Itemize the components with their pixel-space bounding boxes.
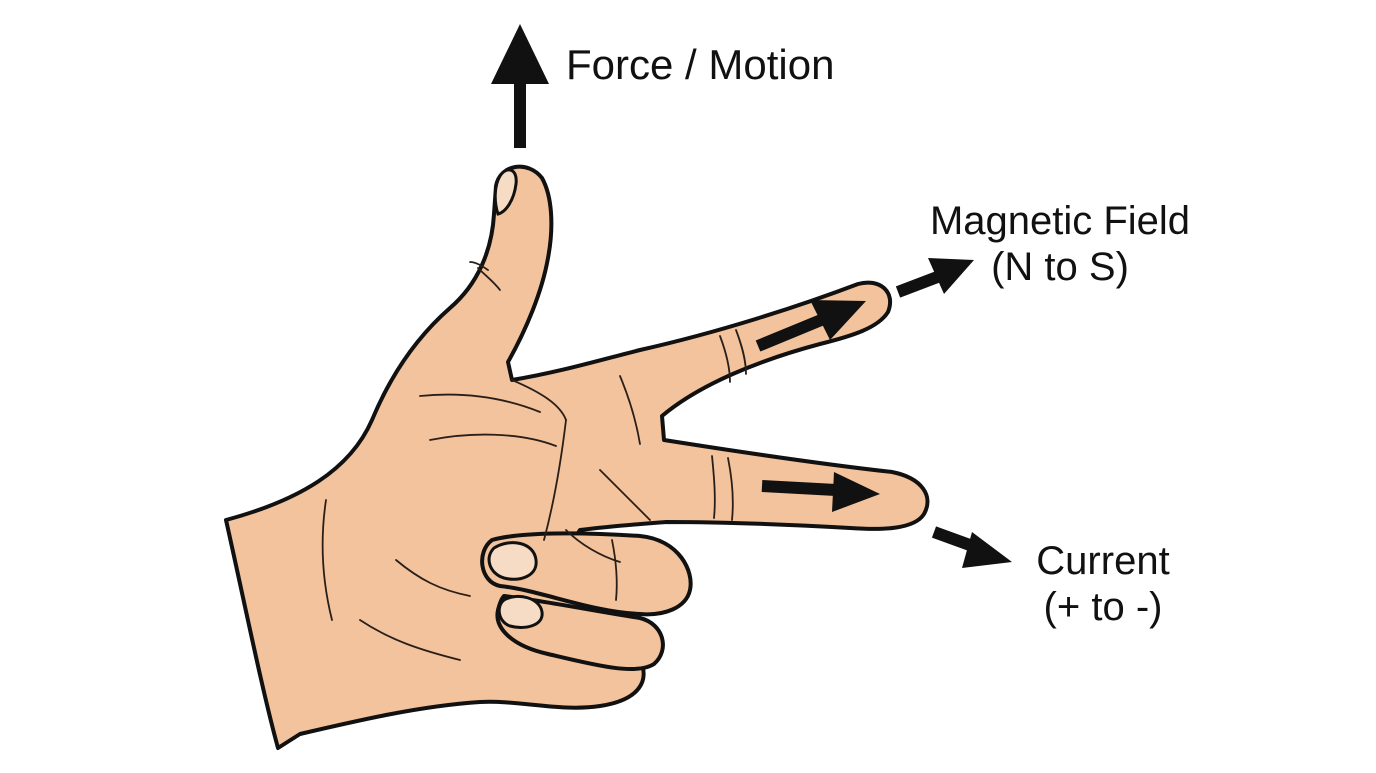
magnetic-field-label: Magnetic Field (N to S) (915, 198, 1205, 290)
current-arrow-pointer (931, 526, 1012, 568)
current-direction-text: (+ to -) (1043, 585, 1163, 629)
little-finger-nail (497, 595, 544, 629)
thumb-nail (493, 168, 518, 216)
force-motion-text: Force / Motion (566, 41, 835, 88)
force-motion-label: Force / Motion (566, 42, 834, 88)
current-text: Current (1036, 539, 1170, 583)
hand-creases (321, 261, 747, 661)
field-arrow-on-finger (755, 300, 866, 352)
field-arrow-pointer (895, 258, 974, 298)
magnetic-field-text: Magnetic Field (929, 199, 1191, 243)
force-arrow (491, 24, 549, 148)
current-label: Current (+ to -) (1018, 538, 1188, 630)
ring-finger-nail (487, 541, 538, 581)
current-arrow-on-finger (761, 472, 880, 512)
magnetic-field-direction-text: (N to S) (991, 245, 1129, 289)
hand-outline (224, 164, 930, 750)
